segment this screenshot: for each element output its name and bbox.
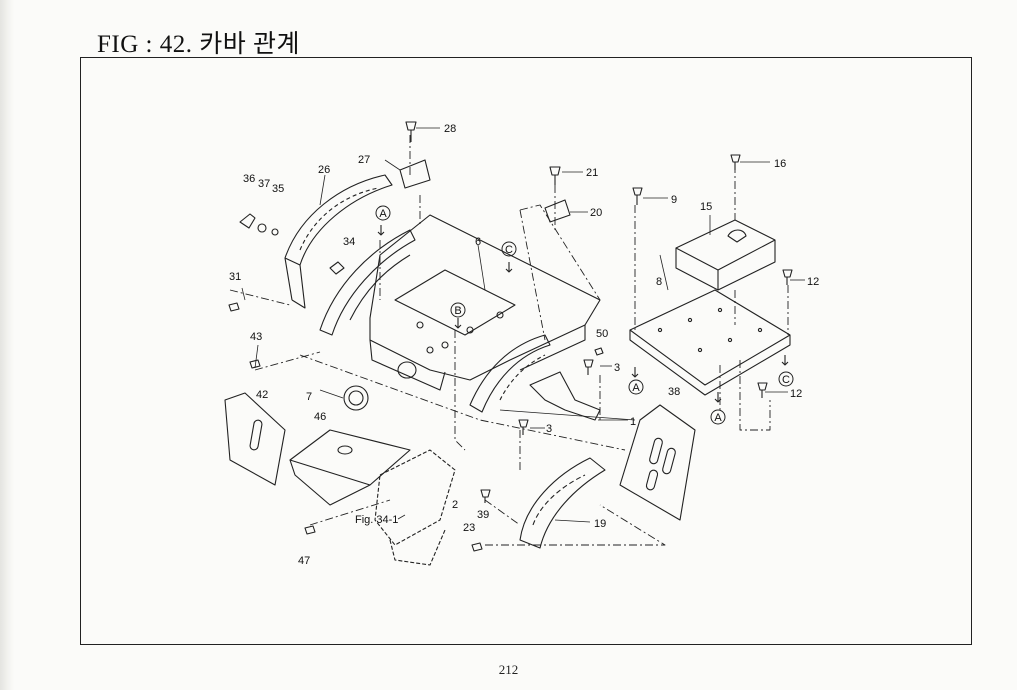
part-fender-26 [284, 174, 393, 309]
callout-34: 34 [343, 236, 355, 248]
callout-28: 28 [444, 123, 456, 135]
callout-26: 26 [318, 164, 330, 176]
callout-23: 23 [463, 522, 475, 534]
callout-31: 31 [229, 271, 241, 283]
callout-12-top: 12 [807, 276, 819, 288]
callout-1: 1 [630, 416, 636, 428]
part-plate-8 [629, 289, 791, 396]
callout-labels: 28 27 26 36 37 35 34 31 43 42 7 46 47 21… [229, 123, 819, 567]
callout-35: 35 [272, 183, 284, 195]
part-frame-body [369, 214, 601, 391]
marker-b-1 [450, 302, 466, 318]
marker-c-2 [778, 371, 794, 387]
reference-arrows [377, 225, 789, 403]
marker-label-c-1: C [505, 244, 513, 256]
part-bracket-1 [529, 371, 601, 421]
callout-42: 42 [256, 389, 268, 401]
callout-8: 8 [656, 276, 662, 288]
callout-38: 38 [668, 386, 680, 398]
marker-c-1 [501, 241, 517, 257]
callout-7: 7 [306, 391, 312, 403]
callout-2: 2 [452, 499, 458, 511]
part-engine-outline [374, 449, 456, 566]
marker-label-a-1: A [379, 208, 387, 220]
part-side-panel-42 [224, 392, 286, 486]
callout-37: 37 [258, 178, 270, 190]
callout-39: 39 [477, 509, 489, 521]
callout-16: 16 [774, 158, 786, 170]
callout-36: 36 [243, 173, 255, 185]
callout-19: 19 [594, 518, 606, 530]
part-step-19 [519, 457, 606, 549]
leader-lines [241, 127, 805, 523]
marker-a-3 [710, 409, 726, 425]
part-toolbox-15 [675, 219, 776, 291]
callout-20: 20 [590, 207, 602, 219]
callout-3-lower: 3 [546, 423, 552, 435]
callout-43: 43 [250, 331, 262, 343]
page-number: 212 [498, 662, 519, 677]
marker-a-2 [628, 379, 644, 395]
part-ring-7 [343, 385, 369, 411]
assembly-lines [229, 135, 789, 546]
callout-21: 21 [586, 167, 598, 179]
callout-47: 47 [298, 555, 310, 567]
callout-46: 46 [314, 411, 326, 423]
diagram-frame [80, 57, 972, 645]
callout-15: 15 [700, 201, 712, 213]
figure-reference: Fig. 34-1 [355, 514, 398, 526]
page-title: FIG : 42. 카바 관계 [97, 31, 300, 58]
part-side-panel-38 [619, 404, 696, 521]
callout-6: 6 [475, 236, 481, 248]
scan-edge [0, 0, 14, 690]
callout-27: 27 [358, 154, 370, 166]
callout-3-upper: 3 [614, 362, 620, 374]
fasteners [228, 121, 793, 552]
part-cover-46 [289, 429, 411, 506]
reference-markers [375, 205, 794, 425]
part-fender-inner [319, 229, 416, 336]
marker-label-a-3: A [714, 412, 722, 424]
marker-label-c-2: C [782, 374, 790, 386]
callout-9: 9 [671, 194, 677, 206]
callout-50: 50 [596, 328, 608, 340]
callout-12-bottom: 12 [790, 388, 802, 400]
marker-label-b-1: B [454, 305, 461, 317]
part-fender-right [469, 334, 551, 413]
marker-a-1 [375, 205, 391, 221]
marker-label-a-2: A [632, 382, 640, 394]
